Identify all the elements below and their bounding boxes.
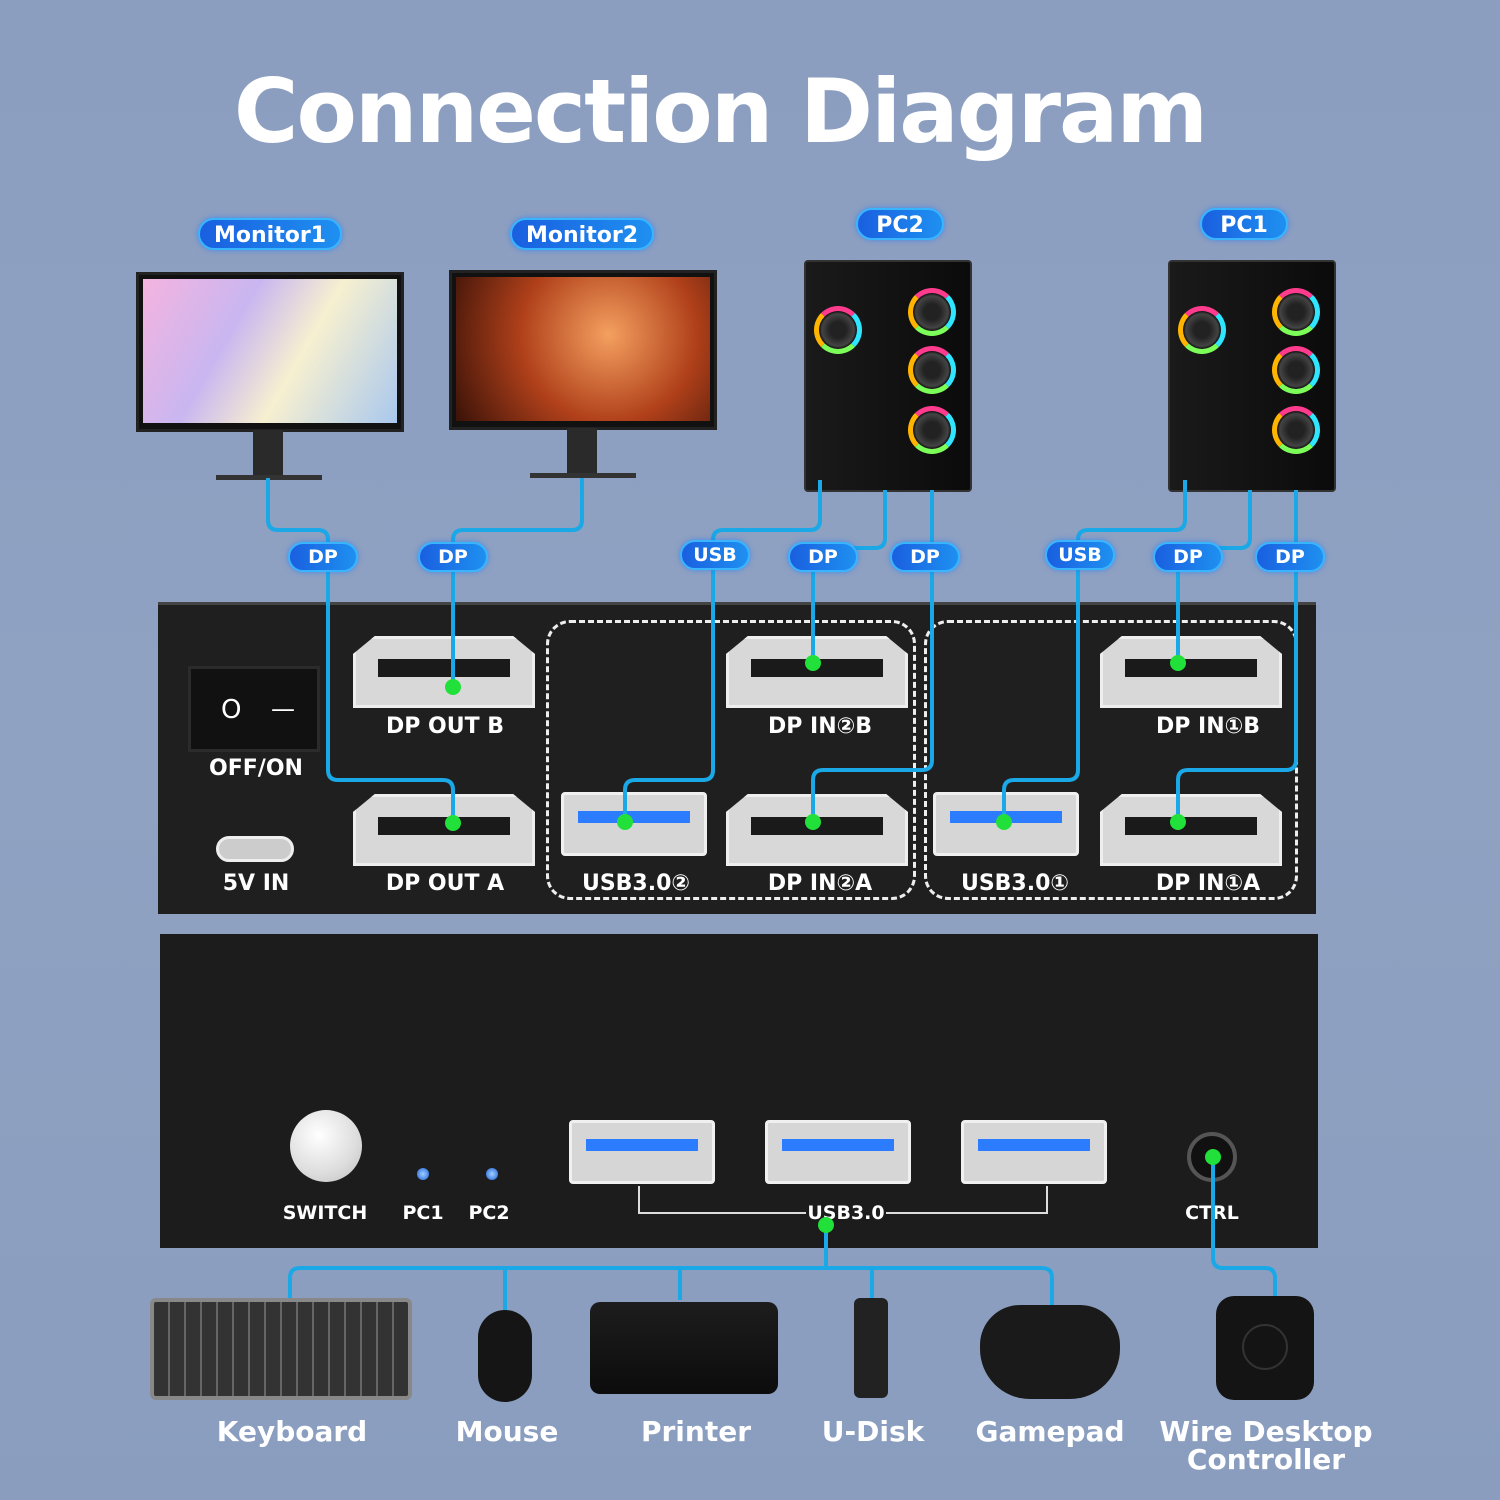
cable-monitor2 (451, 478, 584, 687)
mouse-image (478, 1310, 532, 1402)
cable-label-dp: DP (1153, 542, 1223, 572)
front-usb-port-2 (765, 1120, 911, 1184)
front-usb-port-3 (961, 1120, 1107, 1184)
front-panel (160, 934, 1318, 1248)
printer-image (590, 1302, 778, 1394)
keyboard-image (150, 1298, 412, 1400)
dp-in1b-port (1100, 636, 1282, 708)
usb1-label: USB3.0① (960, 871, 1070, 896)
dp-out-a-port (353, 794, 535, 866)
dp-in2b-label: DP IN②B (767, 714, 873, 739)
controller-label: Wire Desktop Controller (1159, 1415, 1373, 1476)
cable-label-dp: DP (1255, 542, 1325, 572)
dp-in2a-port (726, 794, 908, 866)
pc2-image (804, 260, 972, 492)
page-title: Connection Diagram (233, 60, 1208, 163)
front-usb-port-1 (569, 1120, 715, 1184)
cable-label-dp: DP (418, 542, 488, 572)
usb2-label: USB3.0② (581, 871, 691, 896)
dp-in1a-label: DP IN①A (1155, 871, 1261, 896)
usb2-port (561, 792, 707, 856)
mouse-label: Mouse (455, 1415, 559, 1448)
pc2-group (546, 620, 916, 900)
cable-label-dp: DP (288, 542, 358, 572)
switch-label: SWITCH (282, 1202, 368, 1224)
controller-image (1216, 1296, 1314, 1400)
pc1-label: PC1 (1200, 208, 1288, 240)
monitor2-image (449, 270, 717, 430)
dp-in2b-port (726, 636, 908, 708)
keyboard-label: Keyboard (216, 1415, 368, 1448)
cable-pc2-dpb (811, 490, 887, 663)
gamepad-image (980, 1305, 1120, 1399)
gamepad-label: Gamepad (975, 1415, 1125, 1448)
cable-label-dp: DP (788, 542, 858, 572)
cable-pc2-dpa (811, 490, 934, 822)
pc1-led (417, 1168, 429, 1180)
monitor2-label: Monitor2 (510, 218, 654, 250)
switch-button[interactable] (290, 1110, 362, 1182)
monitor1-image (136, 272, 404, 432)
power-in-label: 5V IN (222, 871, 290, 896)
cable-peripherals (288, 1225, 1054, 1310)
dp-out-b-label: DP OUT B (385, 714, 505, 739)
cable-pc1-usb (1002, 480, 1187, 822)
cable-label-dp: DP (890, 542, 960, 572)
pc2-label: PC2 (856, 208, 944, 240)
cable-controller (1211, 1157, 1277, 1296)
pc2-led (486, 1168, 498, 1180)
power-label: OFF/ON (209, 756, 303, 781)
monitor1-label: Monitor1 (198, 218, 342, 250)
dp-in1a-port (1100, 794, 1282, 866)
udisk-image (854, 1298, 888, 1398)
pc1-image (1168, 260, 1336, 492)
pc1-led-label: PC1 (402, 1202, 444, 1224)
pc2-led-label: PC2 (468, 1202, 510, 1224)
cable-pc1-dpb (1176, 490, 1252, 663)
udisk-label: U-Disk (821, 1415, 925, 1448)
cable-monitor1 (266, 478, 455, 823)
printer-label: Printer (640, 1415, 752, 1448)
power-switch[interactable]: O — (188, 666, 320, 752)
switch-on-mark: — (271, 695, 295, 723)
dp-in1b-label: DP IN①B (1155, 714, 1261, 739)
cable-label-usb: USB (1045, 540, 1115, 570)
cable-pc2-usb (623, 480, 822, 822)
dp-out-a-label: DP OUT A (385, 871, 505, 896)
cable-label-usb: USB (680, 540, 750, 570)
switch-off-mark: O (221, 695, 242, 725)
dp-in2a-label: DP IN②A (767, 871, 873, 896)
dp-out-b-port (353, 636, 535, 708)
usb-c-port (216, 836, 294, 862)
cable-pc1-dpa (1176, 490, 1298, 822)
